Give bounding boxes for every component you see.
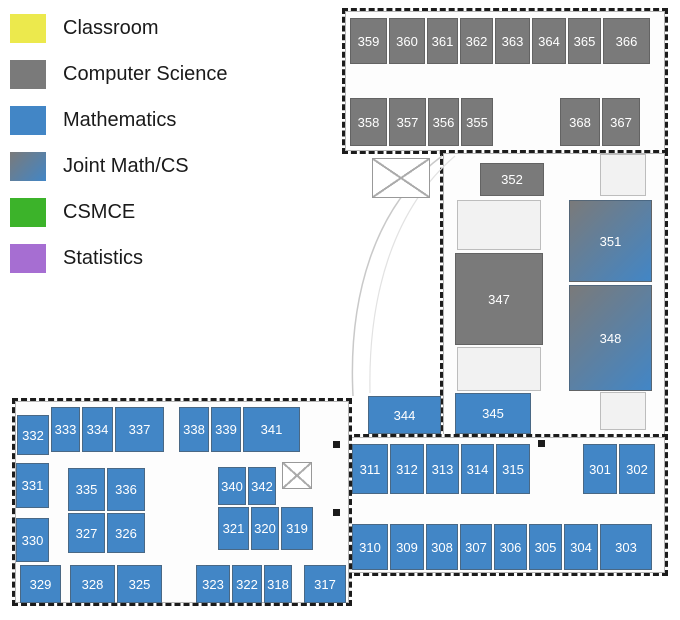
restroom-block: [457, 347, 541, 391]
room-365: 365: [568, 18, 601, 64]
room-361: 361: [427, 18, 458, 64]
room-348: 348: [569, 285, 652, 391]
room-321: 321: [218, 507, 249, 550]
service-block: [600, 154, 646, 196]
legend-item-classroom: Classroom: [10, 14, 228, 43]
room-359: 359: [350, 18, 387, 64]
column-marker: [538, 440, 545, 447]
room-308: 308: [426, 524, 458, 570]
legend-swatch-joint: [10, 152, 46, 181]
room-313: 313: [426, 444, 459, 494]
room-360: 360: [389, 18, 425, 64]
room-312: 312: [390, 444, 424, 494]
room-326: 326: [107, 513, 145, 553]
room-322: 322: [232, 565, 262, 603]
room-352: 352: [480, 163, 544, 196]
room-364: 364: [532, 18, 566, 64]
room-336: 336: [107, 468, 145, 511]
room-339: 339: [211, 407, 241, 452]
room-368: 368: [560, 98, 600, 146]
column-marker: [333, 509, 340, 516]
legend-swatch-csmce: [10, 198, 46, 227]
legend-label: Mathematics: [63, 109, 177, 131]
room-342: 342: [248, 467, 276, 505]
room-303: 303: [600, 524, 652, 570]
legend-swatch-cs: [10, 60, 46, 89]
legend-item-joint: Joint Math/CS: [10, 152, 228, 181]
legend-label: Computer Science: [63, 63, 228, 85]
room-331: 331: [16, 463, 49, 508]
room-314: 314: [461, 444, 494, 494]
room-330: 330: [16, 518, 49, 562]
stairs-icon: [372, 158, 430, 198]
room-310: 310: [352, 524, 388, 570]
room-338: 338: [179, 407, 209, 452]
room-334: 334: [82, 407, 113, 452]
legend-swatch-classroom: [10, 14, 46, 43]
column-marker: [333, 441, 340, 448]
stairs-icon: [282, 462, 312, 489]
room-305: 305: [529, 524, 562, 570]
room-327: 327: [68, 513, 105, 553]
room-362: 362: [460, 18, 493, 64]
room-301: 301: [583, 444, 617, 494]
room-323: 323: [196, 565, 230, 603]
room-351: 351: [569, 200, 652, 282]
room-329: 329: [20, 565, 61, 603]
legend-item-statistics: Statistics: [10, 244, 228, 273]
room-315: 315: [496, 444, 530, 494]
room-335: 335: [68, 468, 105, 511]
room-304: 304: [564, 524, 598, 570]
room-366: 366: [603, 18, 650, 64]
legend-swatch-math: [10, 106, 46, 135]
room-367: 367: [602, 98, 640, 146]
room-325: 325: [117, 565, 162, 603]
room-320: 320: [251, 507, 279, 550]
legend-swatch-statistics: [10, 244, 46, 273]
room-357: 357: [389, 98, 426, 146]
room-333: 333: [51, 407, 80, 452]
legend-item-math: Mathematics: [10, 106, 228, 135]
room-355: 355: [461, 98, 493, 146]
room-319: 319: [281, 507, 313, 550]
room-344: 344: [368, 396, 441, 434]
room-328: 328: [70, 565, 115, 603]
legend-label: Joint Math/CS: [63, 155, 189, 177]
room-318: 318: [264, 565, 292, 603]
room-347: 347: [455, 253, 543, 345]
legend-item-csmce: CSMCE: [10, 198, 228, 227]
legend-label: CSMCE: [63, 201, 136, 223]
room-341: 341: [243, 407, 300, 452]
room-340: 340: [218, 467, 246, 505]
room-309: 309: [390, 524, 424, 570]
room-302: 302: [619, 444, 655, 494]
legend-label: Statistics: [63, 247, 144, 269]
room-345: 345: [455, 393, 531, 434]
legend-item-cs: Computer Science: [10, 60, 228, 89]
room-317: 317: [304, 565, 346, 603]
room-358: 358: [350, 98, 387, 146]
service-block: [600, 392, 646, 430]
room-363: 363: [495, 18, 530, 64]
room-337: 337: [115, 407, 164, 452]
room-356: 356: [428, 98, 459, 146]
room-307: 307: [460, 524, 492, 570]
room-311: 311: [352, 444, 388, 494]
room-332: 332: [17, 415, 49, 455]
legend-label: Classroom: [63, 17, 159, 39]
room-306: 306: [494, 524, 527, 570]
elevator-block: [457, 200, 541, 250]
